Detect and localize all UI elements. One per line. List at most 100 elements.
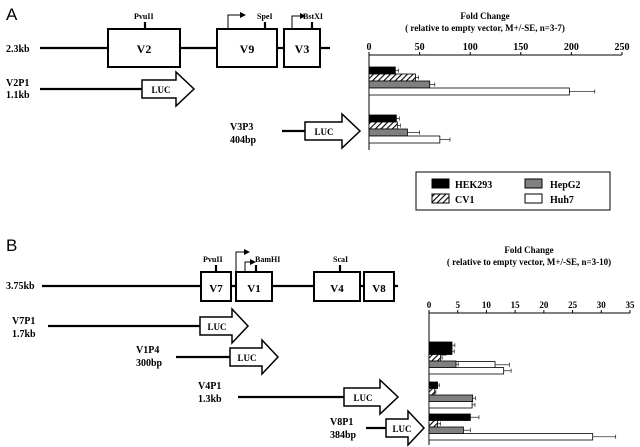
x-tick-label: 10 — [482, 300, 492, 310]
x-tick-label: 50 — [415, 42, 425, 53]
construct-v3p3: V3P3 404bp LUC — [230, 112, 362, 150]
exon-v4 — [313, 271, 361, 302]
legend-label-hek293: HEK293 — [455, 180, 492, 191]
panel-b-gene-map: 3.75kb PvuII V7 BamHI V1 ScaI V4 V8 — [6, 249, 398, 302]
chart-b-title: Fold Change — [504, 245, 553, 255]
x-tick-label: 200 — [564, 42, 579, 53]
luc-arrow-v3p3 — [304, 112, 362, 150]
panel-a-gene-size: 2.3kb — [6, 44, 30, 55]
bar-hek293-v3p3 — [368, 114, 397, 123]
exon-v7-label: V7 — [209, 283, 223, 295]
tss-arrowhead-v3 — [300, 13, 306, 19]
exon-v2-label: V2 — [137, 42, 152, 56]
bar-hepg2-v3p3 — [368, 128, 408, 137]
bar-hek293-v1p4 — [428, 347, 453, 355]
luc-arrow-v7p1 — [199, 307, 250, 345]
tss-arrowhead-v1a — [244, 249, 250, 255]
construct-v2p1-size: 1.1kb — [6, 90, 30, 101]
bar-cv1-v4p1 — [428, 388, 436, 396]
bar-hek293-v4p1 — [428, 381, 439, 389]
x-tick-label: 20 — [539, 300, 549, 310]
panel-b-letter: B — [6, 236, 17, 255]
construct-v4p1-name: V4P1 — [198, 381, 221, 392]
luc-arrow-v4p1 — [343, 378, 400, 416]
site-bamhi: BamHI — [255, 255, 280, 264]
exon-v9 — [216, 28, 278, 68]
exon-v3-label: V3 — [295, 42, 310, 56]
bar-huh7-v8p1 — [428, 433, 594, 441]
bar-huh7-v4p1 — [428, 401, 473, 409]
legend-swatch-hek293 — [431, 178, 450, 189]
tss-arrow-v1b — [244, 261, 250, 272]
legend-box — [415, 171, 611, 211]
chart-b-subtitle: ( relative to empty vector, M+/-SE, n=3-… — [447, 257, 611, 267]
construct-v8p1-size: 384bp — [330, 430, 357, 441]
tss-arrowhead-v1b — [250, 259, 256, 265]
luc-label-v4p1: LUC — [353, 393, 372, 403]
luc-arrow-v1p4 — [229, 338, 280, 376]
construct-v4p1-size: 1.3kb — [198, 394, 222, 405]
bar-hepg2-v2p1 — [368, 80, 431, 89]
bar-hepg2-v8p1 — [428, 426, 464, 434]
construct-v1p4-name: V1P4 — [136, 345, 159, 356]
exon-v8-label: V8 — [372, 283, 386, 295]
legend-swatch-cv1 — [431, 193, 450, 204]
luc-arrow-v2p1 — [141, 70, 196, 108]
legend-label-huh7: Huh7 — [550, 195, 574, 206]
construct-v7p1-size: 1.7kb — [12, 329, 36, 340]
exon-v1-label: V1 — [247, 283, 260, 295]
tss-arrowhead-v9 — [240, 12, 246, 18]
luc-label-v2p1: LUC — [151, 85, 170, 95]
bar-huh7-v1p4 — [428, 367, 505, 375]
luc-label-v1p4: LUC — [237, 353, 256, 363]
site-spei: SpeI — [257, 12, 273, 21]
construct-v7p1: V7P1 1.7kb LUC — [12, 307, 250, 345]
chart-a-subtitle: ( relative to empty vector, M+/-SE, n=3-… — [405, 23, 565, 33]
tss-arrow-v9 — [227, 14, 240, 29]
x-tick-label: 35 — [626, 300, 636, 310]
exon-v7 — [200, 271, 232, 302]
x-tick-label: 100 — [463, 42, 478, 53]
x-tick-label: 150 — [513, 42, 528, 53]
bar-huh7-v2p1 — [368, 87, 570, 96]
legend-swatch-hepg2 — [524, 178, 543, 189]
panel-a-letter: A — [6, 5, 18, 24]
construct-v3p3-size: 404bp — [230, 135, 257, 146]
construct-v2p1: V2P1 1.1kb LUC — [6, 70, 196, 108]
x-tick-label: 0 — [367, 42, 372, 53]
exon-v3 — [283, 28, 321, 68]
x-tick-label: 25 — [568, 300, 578, 310]
bar-cv1-v2p1 — [368, 73, 416, 82]
panel-a-gene-map: 2.3kb PvuII V2 V9 SpeI BstXI V3 — [6, 12, 330, 68]
bar-hek293-v7p1 — [428, 341, 453, 349]
exon-v9-label: V9 — [240, 42, 255, 56]
panel-b-gene-size: 3.75kb — [6, 281, 35, 292]
bar-cv1-v8p1 — [428, 420, 439, 428]
chart-a-title: Fold Change — [460, 11, 509, 21]
construct-v8p1: V8P1 384bp LUC — [330, 409, 426, 447]
site-pvuii-b: PvuII — [203, 255, 223, 264]
luc-label-v3p3: LUC — [314, 127, 333, 137]
luc-arrow-v8p1 — [385, 409, 426, 447]
legend-label-hepg2: HepG2 — [550, 180, 581, 191]
luc-label-v7p1: LUC — [207, 322, 226, 332]
x-tick-label: 0 — [427, 300, 432, 310]
site-scai: ScaI — [333, 255, 348, 264]
exon-v2 — [107, 28, 181, 68]
bar-hepg2-v4p1 — [428, 394, 474, 402]
legend: HEK293 HepG2 CV1 Huh7 — [415, 171, 611, 211]
bar-cv1-v3p3 — [368, 121, 398, 130]
construct-v1p4: V1P4 300bp LUC — [136, 338, 280, 376]
bar-cv1-v1p4 — [428, 354, 441, 362]
construct-v3p3-name: V3P3 — [230, 122, 253, 133]
bar-hek293-v8p1 — [428, 413, 471, 421]
construct-v7p1-name: V7P1 — [12, 316, 35, 327]
x-tick-label: 5 — [455, 300, 460, 310]
legend-label-cv1: CV1 — [455, 195, 474, 206]
x-tick-label: 30 — [597, 300, 607, 310]
luc-label-v8p1: LUC — [392, 424, 411, 434]
construct-v2p1-name: V2P1 — [6, 78, 29, 89]
exon-v4-label: V4 — [330, 283, 344, 295]
construct-v4p1: V4P1 1.3kb LUC — [198, 378, 400, 416]
